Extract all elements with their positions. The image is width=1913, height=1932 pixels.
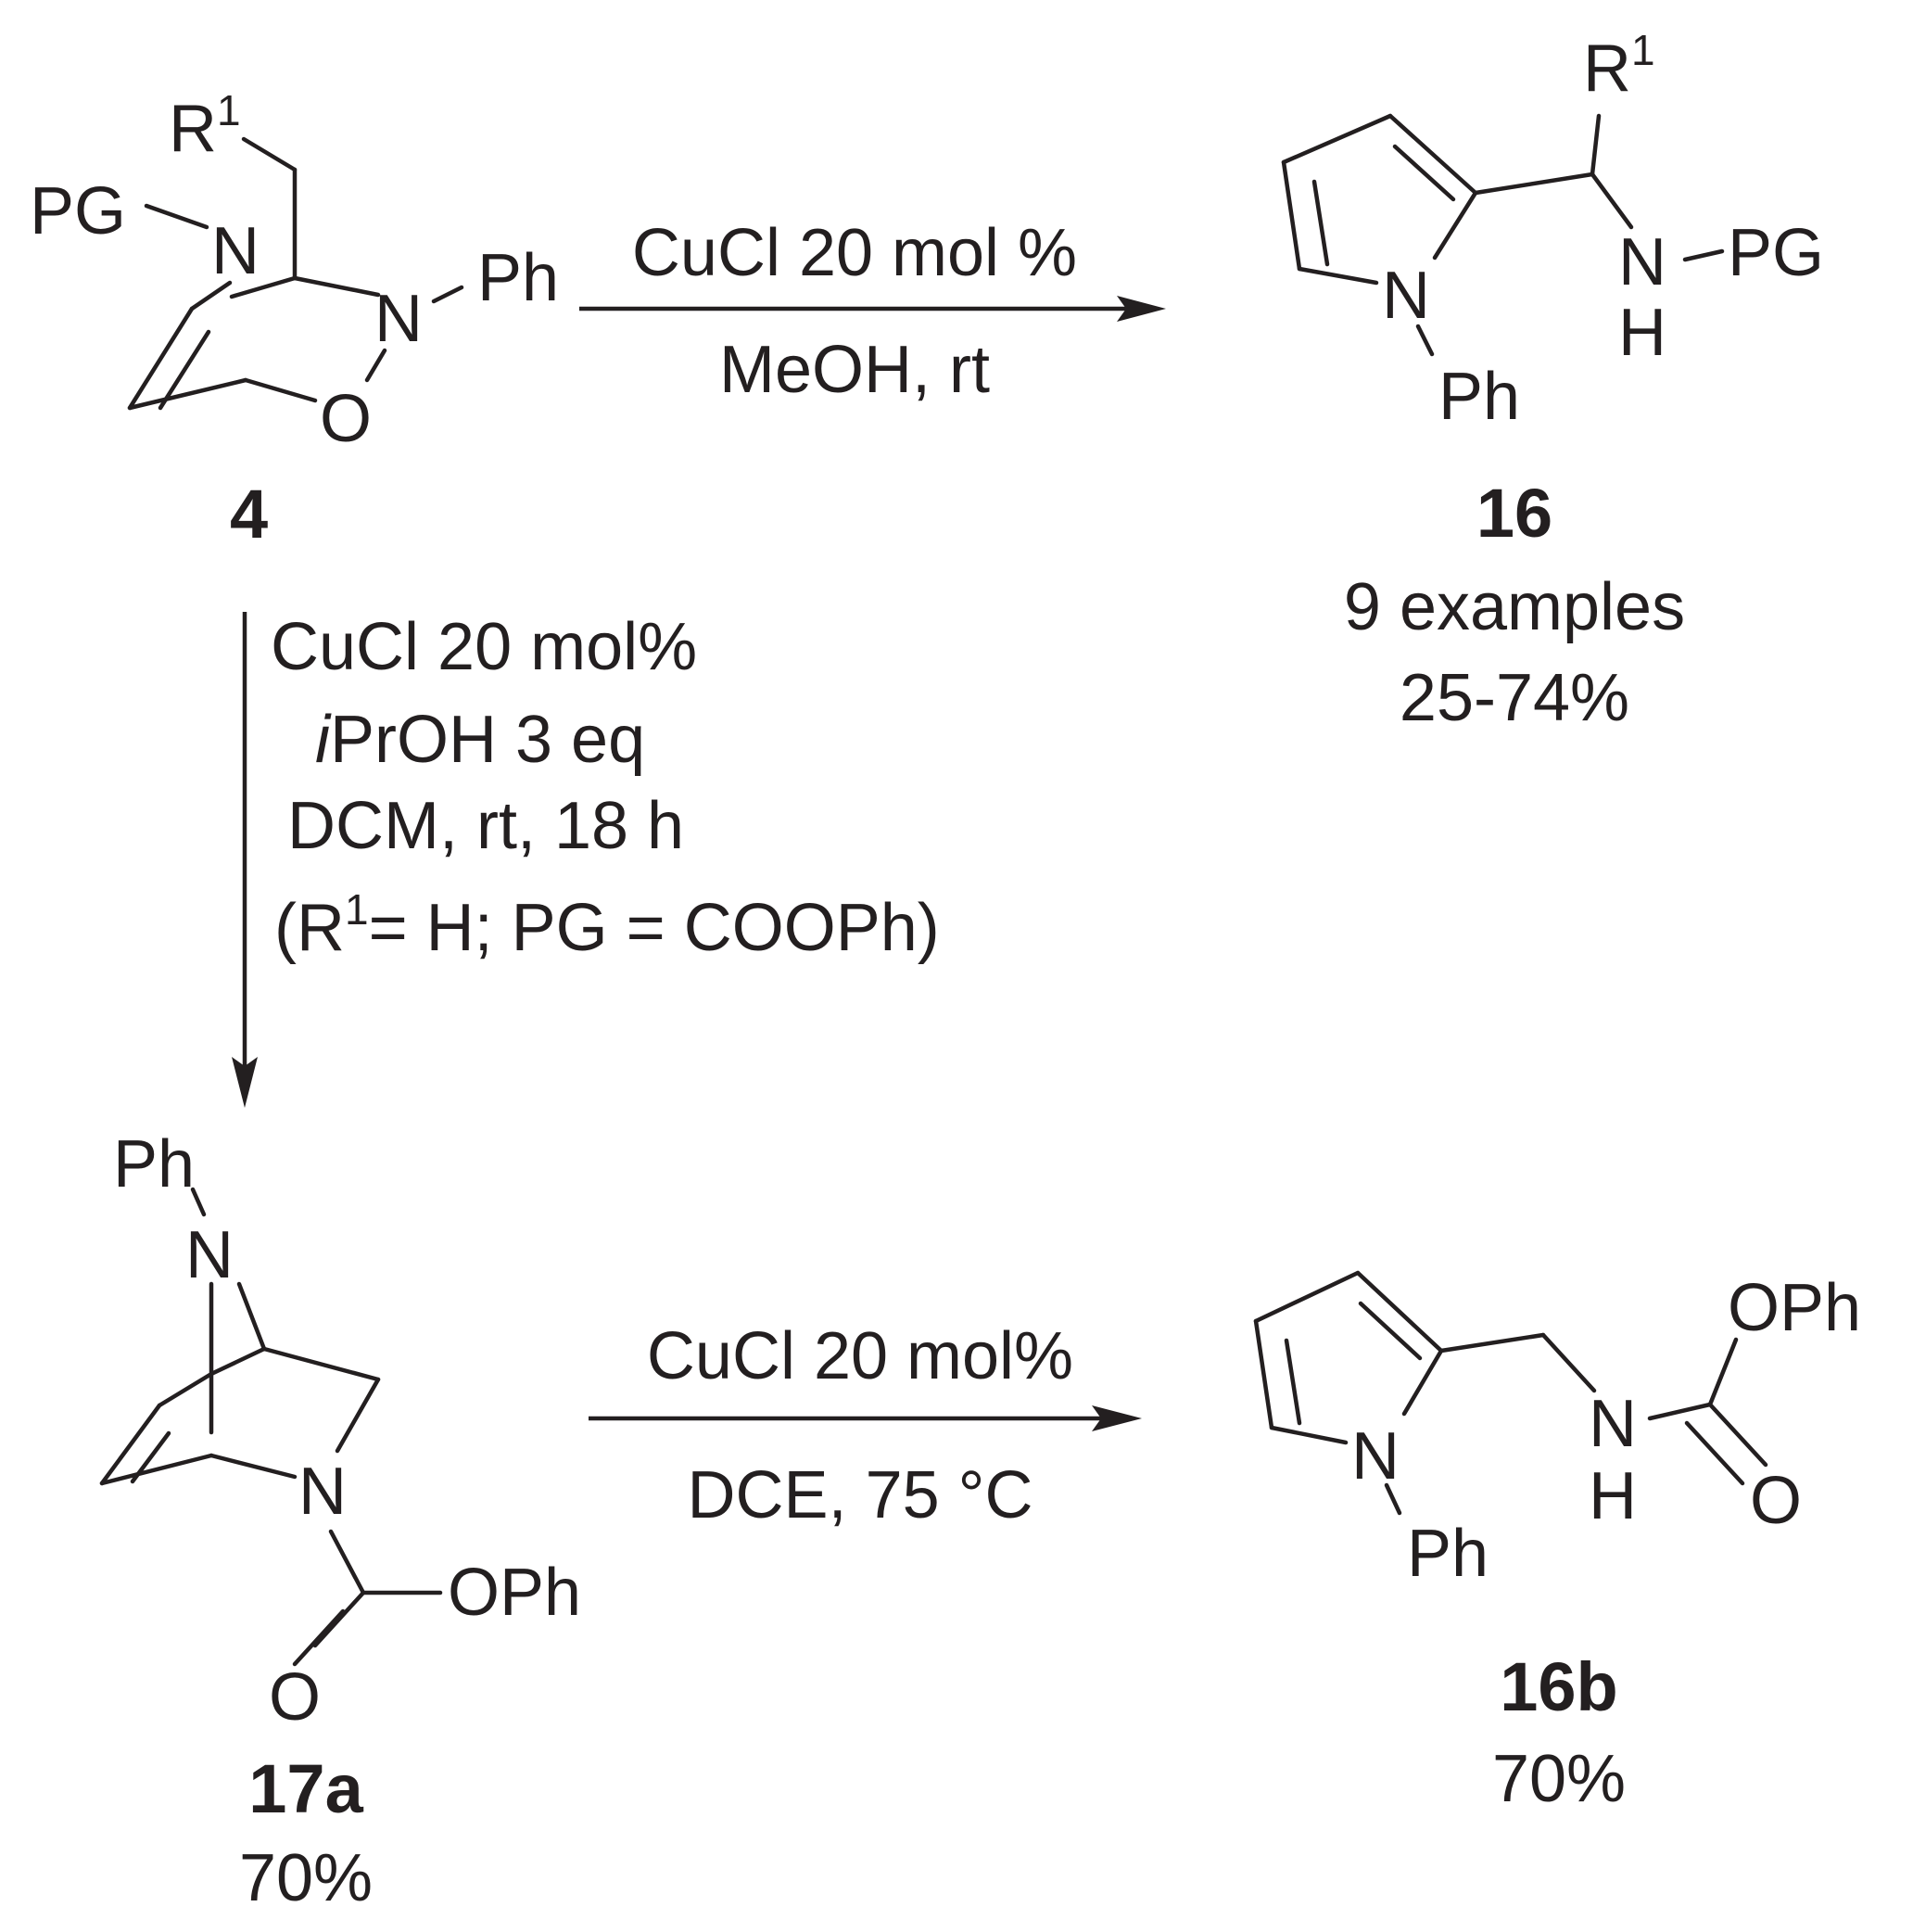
compound-17a-structure: [99, 1187, 443, 1667]
reaction-arrow-2-head: [232, 1057, 258, 1108]
pyrrole-nitrogen-atom-16b: N: [1351, 1419, 1400, 1493]
reaction-2-substituent-note: (R1= H; PG = COOPh): [274, 885, 940, 965]
amine-hydrogen-atom: H: [1618, 296, 1666, 370]
r1-group-label: R1: [169, 86, 241, 166]
reaction-2-solvent: DCM, rt, 18 h: [287, 789, 684, 863]
n-phenyl-label-16b: Ph: [1407, 1517, 1489, 1591]
n-phenyl-label: Ph: [1438, 360, 1520, 434]
compound-16-yield: 25-74%: [1400, 661, 1629, 735]
reaction-3-conditions: DCE, 75 °C: [688, 1458, 1033, 1532]
ring-nitrogen-atom-17a: N: [298, 1455, 347, 1529]
compound-16-structure: [1281, 113, 1725, 357]
reaction-1-solvent: MeOH, rt: [719, 333, 990, 407]
protecting-group-label: PG: [30, 174, 126, 248]
compound-16b-structure: [1253, 1270, 1768, 1516]
r1-group-label-16: R1: [1583, 26, 1655, 106]
reaction-1-catalyst: CuCl 20 mol %: [632, 216, 1077, 290]
amide-hydrogen-atom: H: [1589, 1459, 1637, 1533]
carbonyl-oxygen-atom: O: [269, 1660, 321, 1735]
phenyl-label: Ph: [477, 241, 559, 315]
isoxazolidine-oxygen-atom: O: [320, 382, 372, 456]
ring-nitrogen-atom: N: [211, 214, 260, 288]
carbonyl-oxygen-atom-16b: O: [1750, 1464, 1802, 1538]
isoxazolidine-nitrogen-atom: N: [374, 282, 423, 356]
compound-4-label: 4: [230, 476, 268, 553]
reaction-3-catalyst: CuCl 20 mol%: [647, 1319, 1073, 1393]
pyrrole-nitrogen-atom: N: [1382, 259, 1430, 333]
compound-16b-yield: 70%: [1492, 1742, 1626, 1816]
compound-16b-label: 16b: [1500, 1648, 1618, 1725]
bridge-nitrogen-atom: N: [185, 1218, 234, 1292]
compound-16-examples: 9 examples: [1344, 570, 1685, 644]
protecting-group-label-16: PG: [1728, 216, 1824, 290]
amide-nitrogen-atom: N: [1589, 1387, 1637, 1461]
phenoxy-label-16b: OPh: [1728, 1271, 1861, 1345]
phenoxy-label: OPh: [448, 1556, 581, 1630]
compound-17a-label: 17a: [248, 1750, 363, 1827]
reaction-arrow-1-head: [1117, 296, 1166, 322]
reaction-2-additive: iPrOH 3 eq: [315, 703, 645, 777]
reaction-arrow-3-head: [1092, 1405, 1142, 1431]
reaction-2-catalyst: CuCl 20 mol%: [271, 610, 697, 684]
compound-16-label: 16: [1476, 475, 1552, 552]
bridge-phenyl-label: Ph: [113, 1127, 195, 1201]
compound-17a-yield: 70%: [239, 1841, 373, 1915]
amine-nitrogen-atom: N: [1618, 225, 1666, 299]
compound-4-structure: [127, 136, 464, 411]
